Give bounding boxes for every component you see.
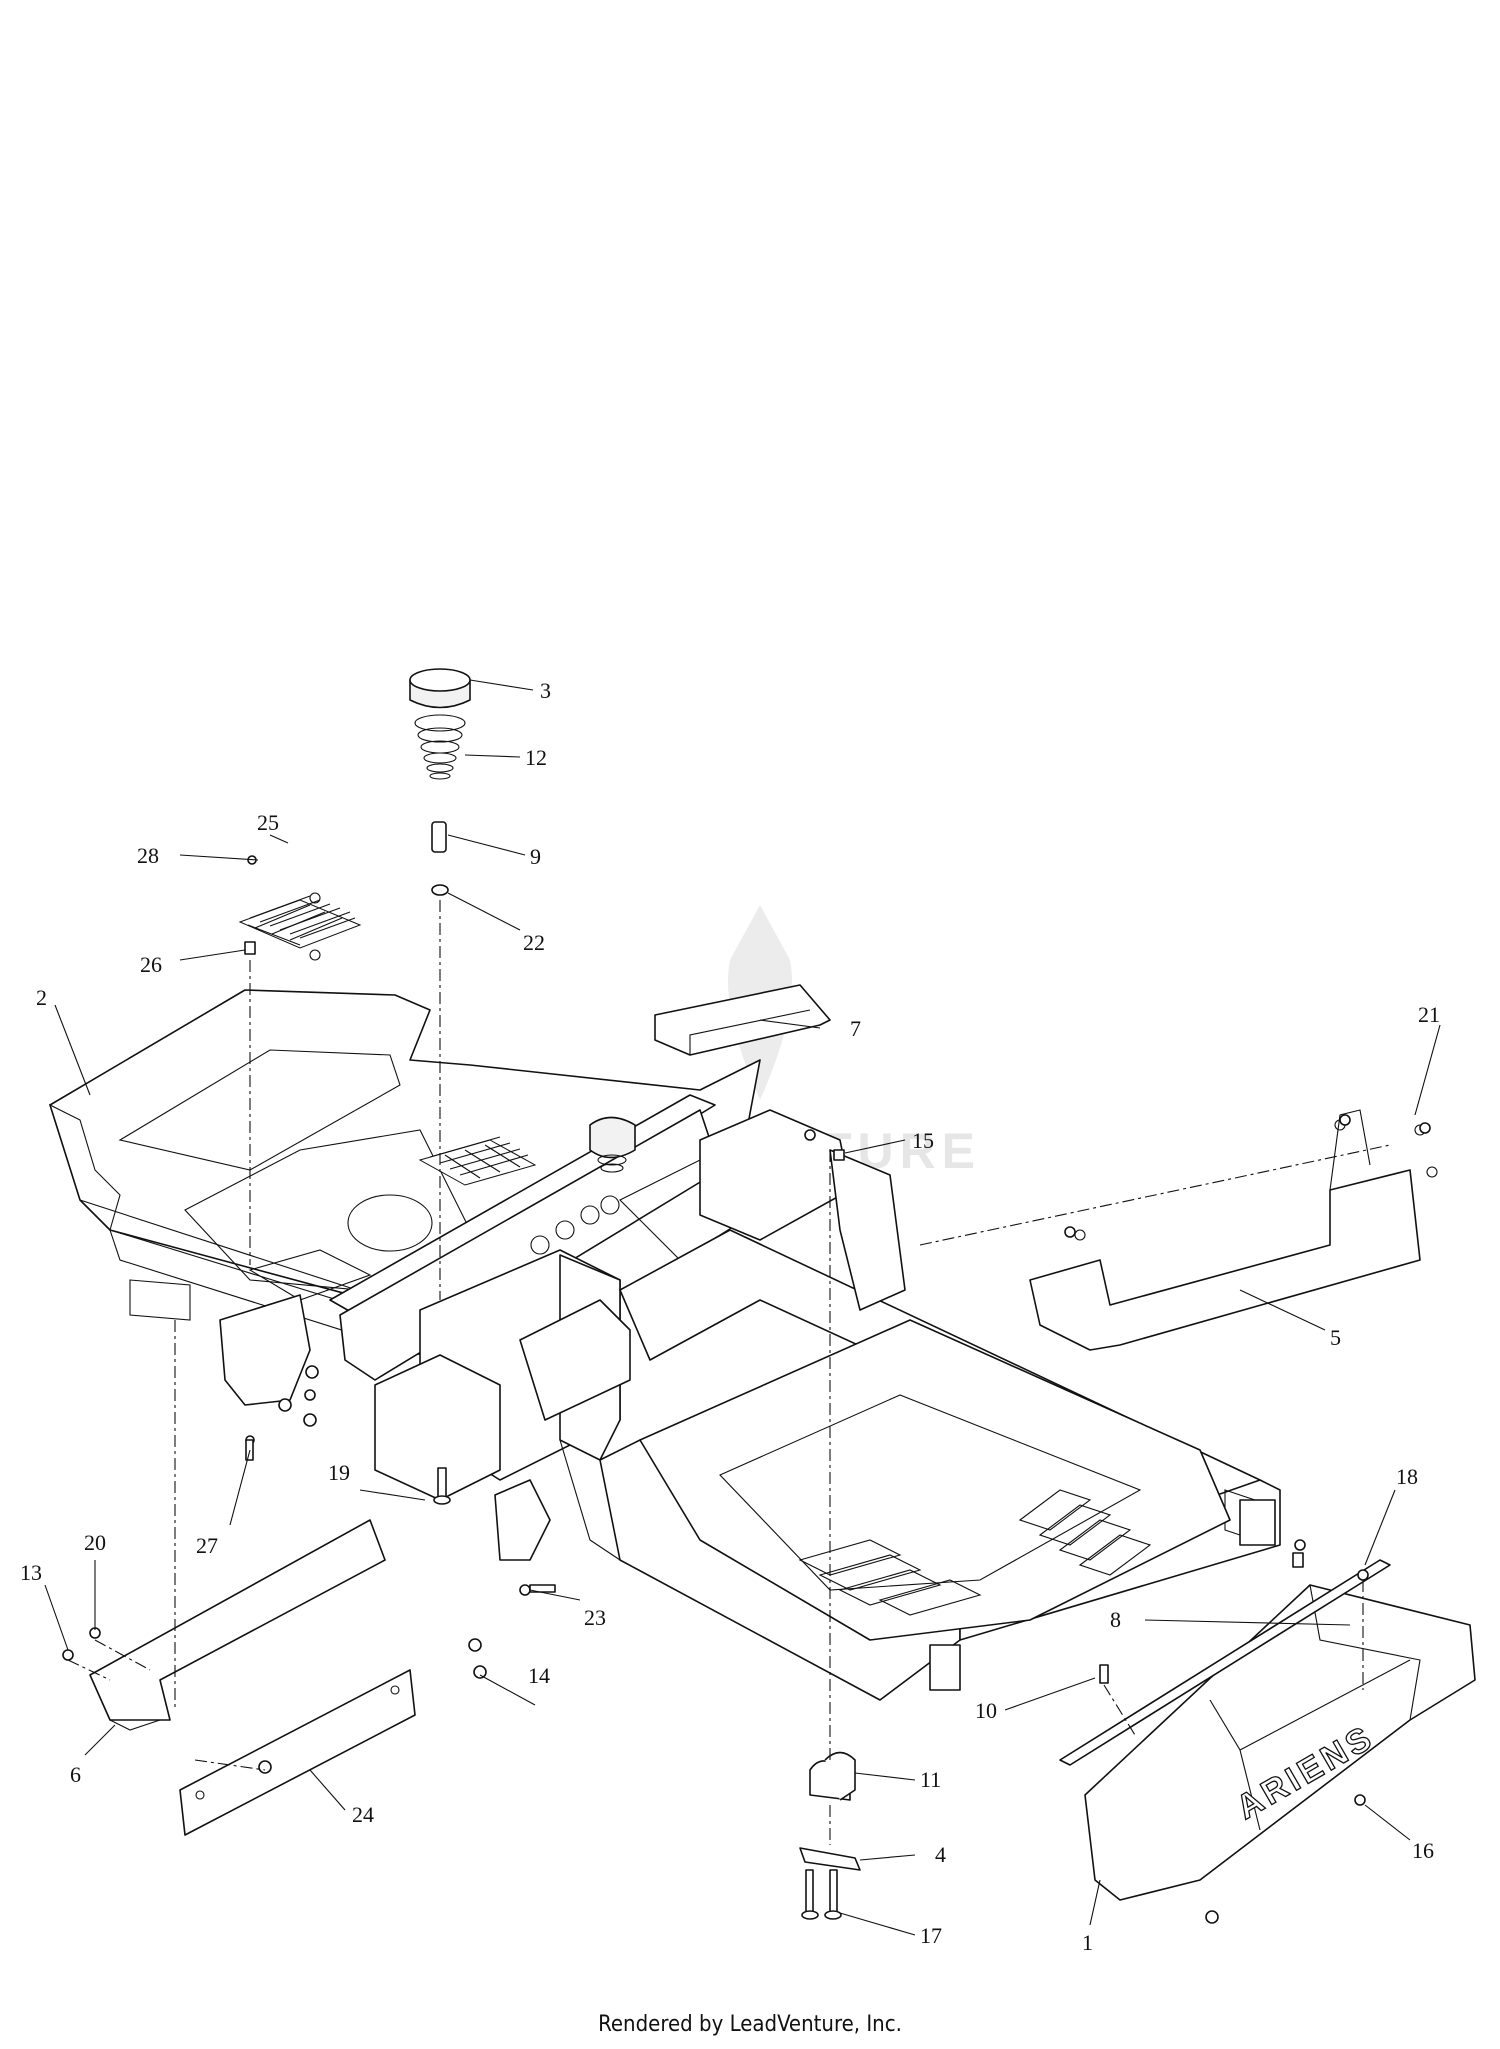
callout-8: 8: [1110, 1607, 1121, 1632]
callout-18: 18: [1396, 1464, 1418, 1489]
callout-21: 21: [1418, 1002, 1440, 1027]
panel-part-6: [89, 1320, 386, 1731]
callout-19: 19: [328, 1460, 350, 1485]
fastener-part-16: [1354, 1794, 1366, 1806]
spring-part-12: [414, 714, 466, 780]
callout-22: 22: [523, 930, 545, 955]
callouts: 1 2 3 4 5 6 7 8 9 10 11 12 13 14 15 16 1…: [20, 678, 1440, 1955]
callout-10: 10: [975, 1698, 997, 1723]
callout-7: 7: [850, 1016, 861, 1041]
main-frame: [49, 989, 1281, 1701]
strip-part-7: [654, 984, 831, 1056]
callout-17: 17: [920, 1923, 942, 1948]
callout-13: 13: [20, 1560, 42, 1585]
callout-20: 20: [84, 1530, 106, 1555]
leader-lines: [44, 679, 1441, 1936]
callout-2: 2: [36, 985, 47, 1010]
callout-11: 11: [920, 1767, 941, 1792]
seat-grille-part-25: [238, 855, 362, 1265]
callout-9: 9: [530, 844, 541, 869]
callout-28: 28: [137, 843, 159, 868]
callout-6: 6: [70, 1762, 81, 1787]
callout-26: 26: [140, 952, 162, 977]
plate-part-4: [799, 1847, 861, 1871]
callout-3: 3: [540, 678, 551, 703]
hardware-misc: [62, 1114, 1431, 1924]
bracket-part-5: [919, 1109, 1438, 1351]
frame-seat-grille: [418, 1136, 537, 1186]
pin-part-9: [431, 821, 447, 853]
seat-spring-stack: [409, 668, 636, 1300]
callout-4: 4: [935, 1842, 946, 1867]
callout-5: 5: [1330, 1325, 1341, 1350]
panel-part-24: [179, 1669, 416, 1836]
bolts-part-17: [801, 1869, 842, 1920]
callout-23: 23: [584, 1605, 606, 1630]
callout-27: 27: [196, 1533, 218, 1558]
floor-ribs: [798, 1489, 1152, 1616]
callout-24: 24: [352, 1802, 374, 1827]
footer-credit: Rendered by LeadVenture, Inc.: [598, 2012, 902, 2037]
fastener-part-18: [1357, 1569, 1369, 1581]
pin-part-10: [1099, 1664, 1109, 1684]
washer-part-22: [431, 884, 449, 896]
callout-15: 15: [912, 1128, 934, 1153]
callout-14: 14: [528, 1663, 550, 1688]
trim-part-8: [1059, 1559, 1391, 1766]
callout-12: 12: [525, 745, 547, 770]
callout-16: 16: [1412, 1838, 1434, 1863]
spacer-part-26: [244, 941, 256, 955]
callout-25: 25: [257, 810, 279, 835]
callout-1: 1: [1082, 1930, 1093, 1955]
